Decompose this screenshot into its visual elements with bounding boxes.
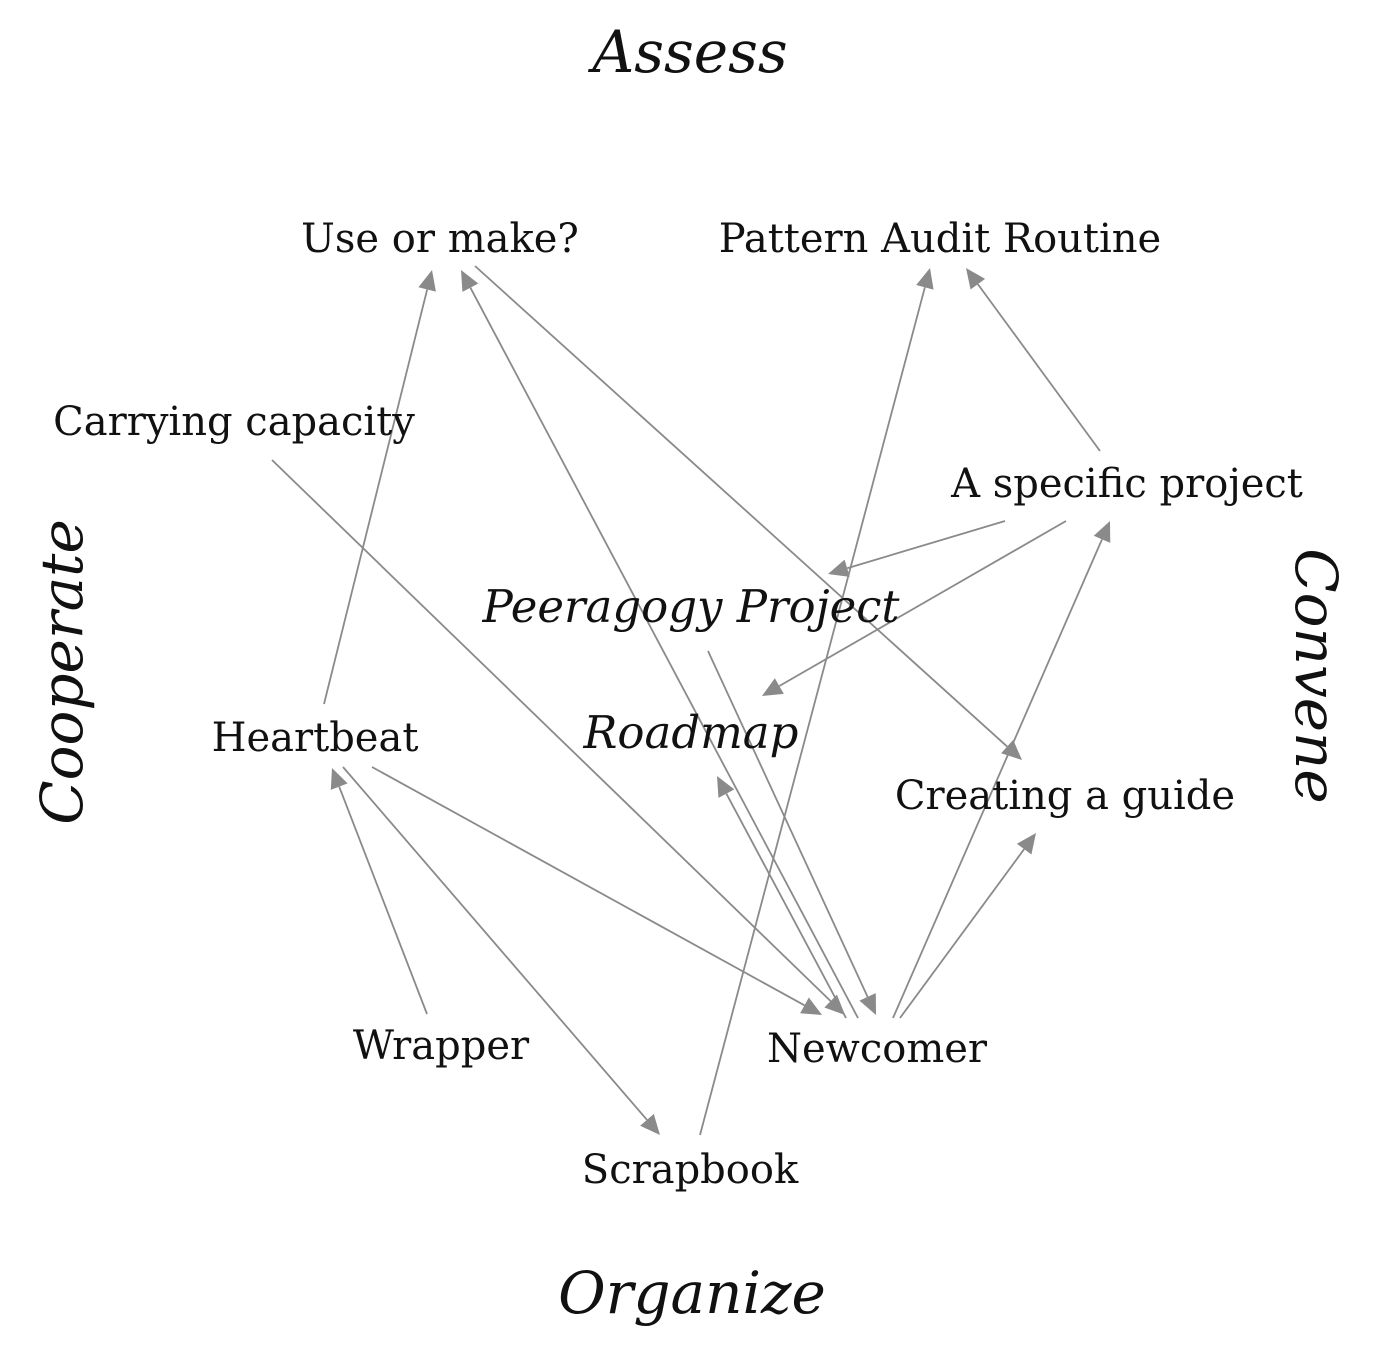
node-roadmap: Roadmap — [583, 706, 799, 759]
edge-line — [371, 766, 805, 1007]
node-a-specific-project: A specific project — [950, 461, 1303, 507]
edge-use_or_make-to-creating_guide — [474, 265, 1022, 760]
edge-wrapper-to-heartbeat — [330, 768, 428, 1015]
edge-heartbeat-to-newcomer — [371, 766, 822, 1015]
arrowhead-icon — [762, 678, 784, 696]
edge-carrying_capacity-to-newcomer — [271, 459, 845, 1015]
arrowhead-icon — [418, 270, 436, 292]
arrowhead-icon — [824, 994, 845, 1015]
edge-line — [725, 793, 847, 1019]
arrowhead-icon — [800, 997, 822, 1015]
edge-specific_project-to-roadmap — [762, 520, 1067, 696]
edge-newcomer-to-use_or_make — [461, 270, 859, 1019]
section-label-right: Convene — [1282, 548, 1350, 803]
arrowhead-icon — [859, 993, 876, 1015]
edge-line — [778, 520, 1067, 687]
node-wrapper: Wrapper — [353, 1023, 530, 1069]
edge-line — [707, 650, 869, 998]
edge-newcomer-to-specific_project — [892, 521, 1111, 1019]
arrowhead-icon — [640, 1113, 660, 1135]
arrowhead-icon — [330, 768, 348, 790]
edge-specific_project-to-pattern_audit — [966, 268, 1101, 452]
node-creating-a-guide: Creating a guide — [895, 773, 1235, 819]
edge-scrapbook-to-pattern_audit — [699, 268, 934, 1136]
edge-line — [699, 287, 926, 1136]
edge-line — [469, 287, 859, 1019]
arrowhead-icon — [828, 559, 850, 577]
node-pattern-audit-routine: Pattern Audit Routine — [719, 216, 1161, 262]
edge-heartbeat-to-use_or_make — [323, 270, 436, 705]
node-peeragogy-project: Peeragogy Project — [481, 580, 900, 633]
section-label-bottom: Organize — [558, 1259, 826, 1327]
edge-line — [899, 848, 1025, 1019]
arrowhead-icon — [916, 268, 934, 290]
edge-specific_project-to-peeragogy_project — [828, 520, 1006, 577]
arrowhead-icon — [966, 268, 986, 290]
edge-line — [323, 289, 429, 705]
edge-line — [342, 766, 648, 1121]
edge-layer — [271, 265, 1111, 1136]
node-carrying-capacity: Carrying capacity — [53, 399, 415, 445]
edge-line — [474, 265, 1008, 748]
edge-line — [977, 283, 1101, 452]
edge-heartbeat-to-scrapbook — [342, 766, 660, 1135]
edge-line — [338, 786, 428, 1015]
node-scrapbook: Scrapbook — [582, 1147, 799, 1193]
arrowhead-icon — [717, 776, 735, 798]
edge-newcomer-to-creating_guide — [899, 833, 1036, 1019]
edge-line — [846, 520, 1006, 570]
edge-line — [271, 459, 832, 1002]
node-heartbeat: Heartbeat — [212, 715, 419, 761]
arrowhead-icon — [1093, 521, 1111, 543]
node-use-or-make: Use or make? — [301, 216, 579, 262]
section-label-top: Assess — [587, 18, 787, 86]
edge-line — [892, 538, 1103, 1019]
section-label-left: Cooperate — [28, 519, 96, 825]
arrowhead-icon — [1016, 833, 1036, 855]
arrowhead-icon — [461, 270, 479, 292]
arrowhead-icon — [1001, 739, 1022, 760]
edge-peeragogy_project-to-newcomer — [707, 650, 876, 1015]
edge-newcomer-to-roadmap — [717, 776, 847, 1019]
node-newcomer: Newcomer — [767, 1026, 988, 1072]
